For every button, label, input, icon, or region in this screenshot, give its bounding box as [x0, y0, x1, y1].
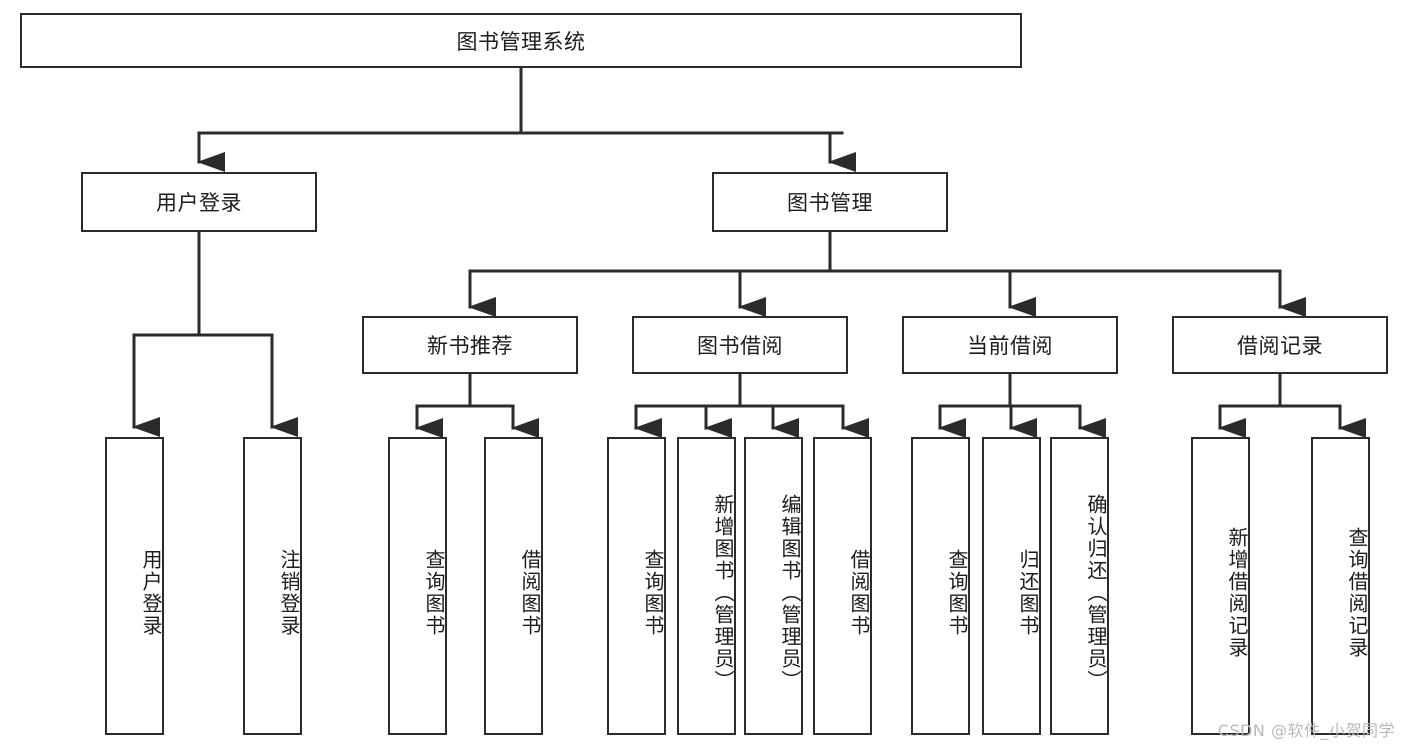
leaf-label: 新增借阅记录 [1225, 527, 1249, 659]
book-borrow-to-leaves-connectors [634, 372, 869, 438]
node-leaf-query-record[interactable]: 查询借阅记录 [1311, 437, 1370, 735]
node-root[interactable]: 图书管理系统 [20, 13, 1022, 68]
leaf-label: 查询图书 [945, 549, 969, 637]
node-leaf-borrow-book-1[interactable]: 借阅图书 [484, 437, 543, 735]
csdn-watermark: CSDN @软件_小贺同学 [1217, 721, 1395, 740]
leaf-label: 查询图书 [641, 549, 665, 637]
node-book-borrow[interactable]: 图书借阅 [632, 316, 848, 374]
leaf-label: 编辑图书（管理员） [778, 494, 802, 692]
node-new-book-recommend[interactable]: 新书推荐 [362, 316, 578, 374]
leaf-label: 新增图书（管理员） [711, 494, 735, 692]
node-leaf-query-book-2[interactable]: 查询图书 [607, 437, 666, 735]
leaf-label: 查询图书 [422, 549, 446, 637]
root-to-level2-connectors [197, 66, 856, 172]
node-leaf-borrow-book-2[interactable]: 借阅图书 [813, 437, 872, 735]
leaf-label: 查询借阅记录 [1345, 527, 1369, 659]
leaf-label: 借阅图书 [847, 549, 871, 637]
node-book-manage[interactable]: 图书管理 [712, 172, 948, 232]
leaf-label: 借阅图书 [518, 549, 542, 637]
node-leaf-user-login[interactable]: 用户登录 [105, 437, 164, 735]
node-leaf-logout[interactable]: 注销登录 [243, 437, 302, 735]
node-leaf-add-book[interactable]: 新增图书（管理员） [677, 437, 736, 735]
leaf-label: 注销登录 [277, 549, 301, 637]
node-leaf-add-record[interactable]: 新增借阅记录 [1191, 437, 1250, 735]
current-borrow-to-leaves-connectors [938, 372, 1106, 438]
node-leaf-edit-book[interactable]: 编辑图书（管理员） [744, 437, 803, 735]
user-login-to-leaves-connectors [132, 230, 298, 437]
leaf-label: 用户登录 [139, 549, 163, 637]
book-manage-to-level3-connectors [468, 230, 1306, 317]
node-borrow-record[interactable]: 借阅记录 [1172, 316, 1388, 374]
node-leaf-return-book[interactable]: 归还图书 [982, 437, 1041, 735]
leaf-label: 确认归还（管理员） [1084, 494, 1108, 692]
node-leaf-query-book-1[interactable]: 查询图书 [388, 437, 447, 735]
node-leaf-query-book-3[interactable]: 查询图书 [911, 437, 970, 735]
node-leaf-confirm-return[interactable]: 确认归还（管理员） [1050, 437, 1109, 735]
leaf-label: 归还图书 [1016, 549, 1040, 637]
borrow-record-to-leaves-connectors [1218, 372, 1366, 438]
node-user-login[interactable]: 用户登录 [81, 172, 317, 232]
new-book-recommend-to-leaves-connectors [415, 372, 539, 438]
node-current-borrow[interactable]: 当前借阅 [902, 316, 1118, 374]
